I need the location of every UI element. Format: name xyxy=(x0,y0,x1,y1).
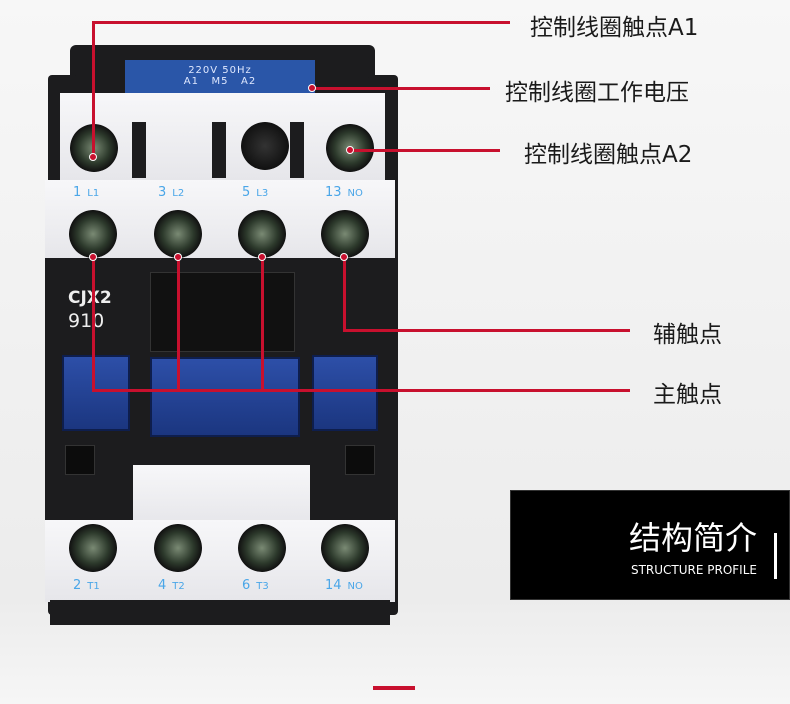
center-screw xyxy=(241,122,289,170)
terminal-tag: L1 xyxy=(87,188,100,199)
terminal-tag: L2 xyxy=(172,188,185,199)
callout-main-contact: 主触点 xyxy=(653,382,722,408)
section-subtitle: STRUCTURE PROFILE xyxy=(630,563,757,577)
terminal-screw xyxy=(154,210,202,258)
terminal-label: 6 T3 xyxy=(242,578,269,593)
section-header: 结构简介 STRUCTURE PROFILE xyxy=(510,490,790,600)
divider xyxy=(373,686,415,690)
section-title: 结构简介 xyxy=(628,519,757,557)
terminal-number: 6 xyxy=(242,578,251,593)
terminal-screw xyxy=(321,210,369,258)
terminal-label: 5 L3 xyxy=(242,185,268,200)
callout-coil-a1: 控制线圈触点A1 xyxy=(530,15,699,41)
terminal-screw xyxy=(238,524,286,572)
terminal-screw xyxy=(238,210,286,258)
terminal-label: 3 L2 xyxy=(158,185,184,200)
terminal-number: 14 xyxy=(325,578,342,593)
terminal-label: 2 T1 xyxy=(73,578,100,593)
terminal-label: 13 NO xyxy=(325,185,363,200)
terminal-screw xyxy=(321,524,369,572)
callout-coil-voltage: 控制线圈工作电压 xyxy=(505,80,689,106)
terminal-number: 3 xyxy=(158,185,167,200)
terminal-tag: L3 xyxy=(256,188,269,199)
rating-plate: 220V 50Hz A1 M5 A2 xyxy=(125,60,315,94)
terminal-label: 1 L1 xyxy=(73,185,99,200)
terminal-tag: T1 xyxy=(87,581,100,592)
terminal-tag: T2 xyxy=(172,581,185,592)
terminal-tag: NO xyxy=(347,581,363,592)
callout-coil-a2: 控制线圈触点A2 xyxy=(524,142,693,168)
terminal-screw xyxy=(154,524,202,572)
terminal-number: 4 xyxy=(158,578,167,593)
terminal-number: 13 xyxy=(325,185,342,200)
terminal-tag: T3 xyxy=(256,581,269,592)
terminal-screw xyxy=(69,524,117,572)
terminal-number: 2 xyxy=(73,578,82,593)
terminal-tag: NO xyxy=(347,188,363,199)
terminal-number: 5 xyxy=(242,185,251,200)
terminal-screw xyxy=(69,210,117,258)
terminal-label: 4 T2 xyxy=(158,578,185,593)
terminal-label: 14 NO xyxy=(325,578,363,593)
callout-aux-contact: 辅触点 xyxy=(653,322,722,348)
terminal-number: 1 xyxy=(73,185,82,200)
